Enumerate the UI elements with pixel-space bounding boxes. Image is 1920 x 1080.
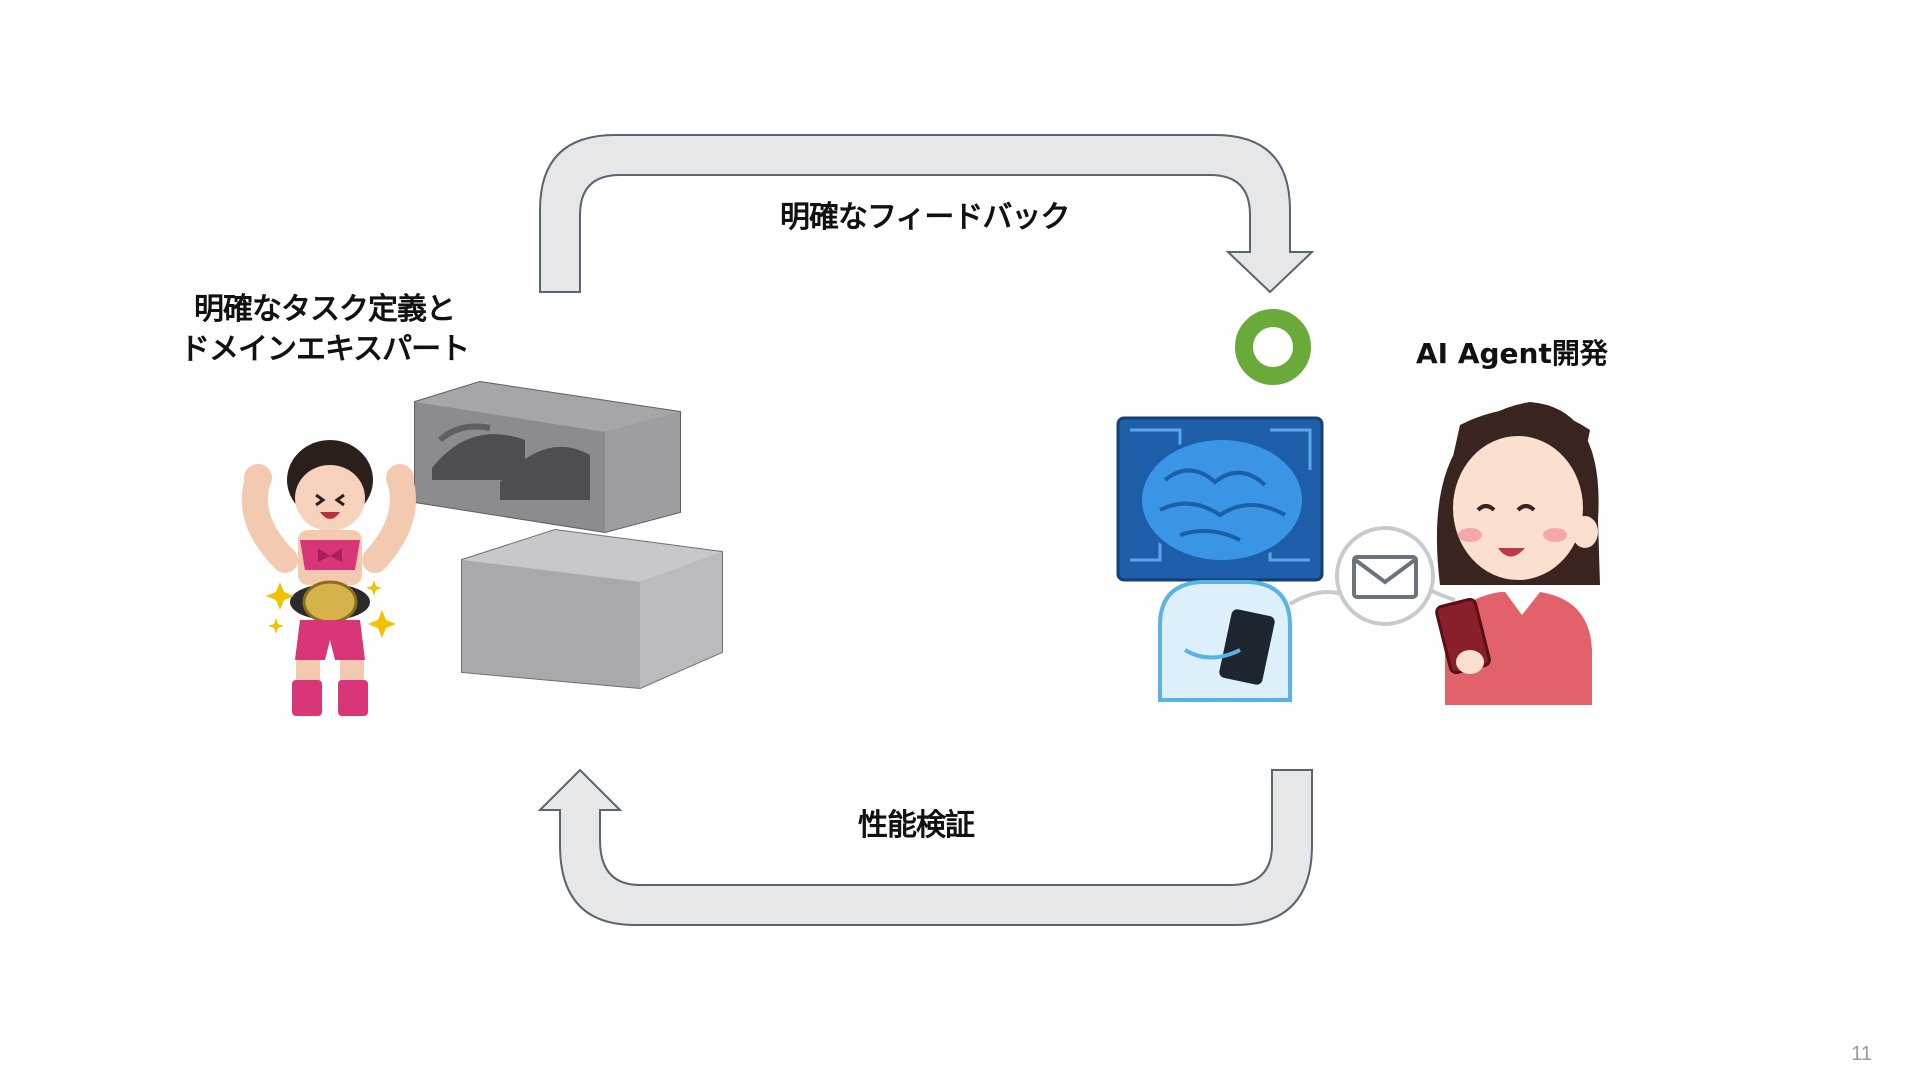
page-number: 11 bbox=[1851, 1043, 1872, 1065]
ai-brain-robot-icon bbox=[1116, 416, 1324, 702]
correct-circle-icon bbox=[1235, 309, 1311, 385]
woman-with-phone-icon bbox=[1435, 402, 1600, 705]
wrestler-champion-icon bbox=[241, 440, 416, 716]
task-label-line2: ドメインエキスパート bbox=[180, 332, 470, 367]
verification-arrow bbox=[537, 768, 1313, 926]
mail-icon bbox=[1288, 526, 1456, 626]
task-label-line1: 明確なタスク定義と bbox=[194, 292, 456, 327]
concrete-blocks-icon bbox=[414, 380, 723, 690]
verification-label: 性能検証 bbox=[858, 808, 975, 843]
feedback-arrow bbox=[539, 134, 1315, 294]
task-definition-label: 明確なタスク定義と ドメインエキスパート bbox=[180, 290, 470, 370]
ai-agent-label: AI Agent開発 bbox=[1416, 337, 1608, 370]
feedback-label: 明確なフィードバック bbox=[780, 200, 1070, 235]
